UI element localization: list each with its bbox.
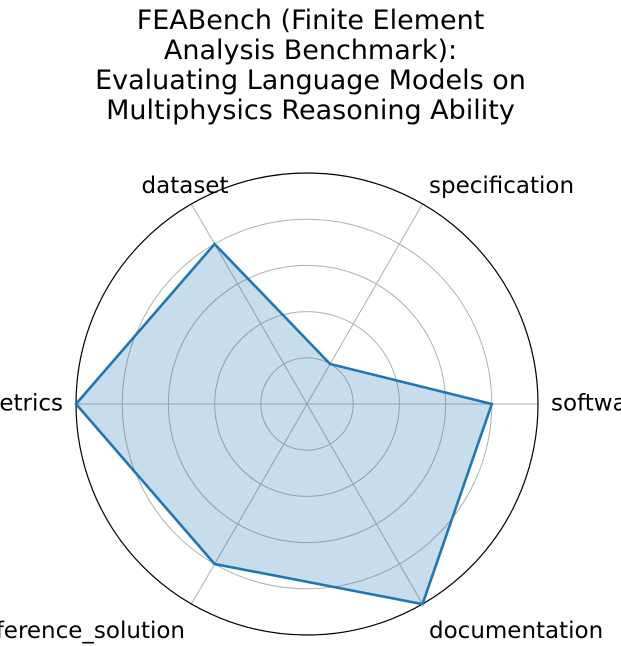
series-line xyxy=(74,242,494,606)
radar-labels: software specification dataset metrics refer… xyxy=(0,173,621,644)
grid-spoke-5 xyxy=(306,403,423,605)
chart-title-line-2: Analysis Benchmark): xyxy=(163,35,458,66)
axis-label-software: software xyxy=(551,391,621,417)
series-area xyxy=(76,244,492,605)
chart-title: FEABench (Finite Element Analysis Benchm… xyxy=(0,6,621,126)
grid-spoke-4 xyxy=(191,403,308,605)
chart-title-line-1: FEABench (Finite Element xyxy=(136,5,485,36)
grid-spoke-1 xyxy=(306,203,423,405)
axis-label-reference-solution: reference_solution xyxy=(0,618,185,644)
grid-spoke-2 xyxy=(191,203,308,405)
axis-label-dataset: dataset xyxy=(142,173,229,199)
chart-title-line-3: Evaluating Language Models on xyxy=(95,65,526,96)
axis-label-documentation: documentation xyxy=(429,618,603,644)
chart-title-line-4: Multiphysics Reasoning Ability xyxy=(106,95,515,126)
radar-data xyxy=(74,242,494,606)
axis-label-specification: specification xyxy=(429,173,574,199)
axis-label-metrics: metrics xyxy=(0,391,63,417)
